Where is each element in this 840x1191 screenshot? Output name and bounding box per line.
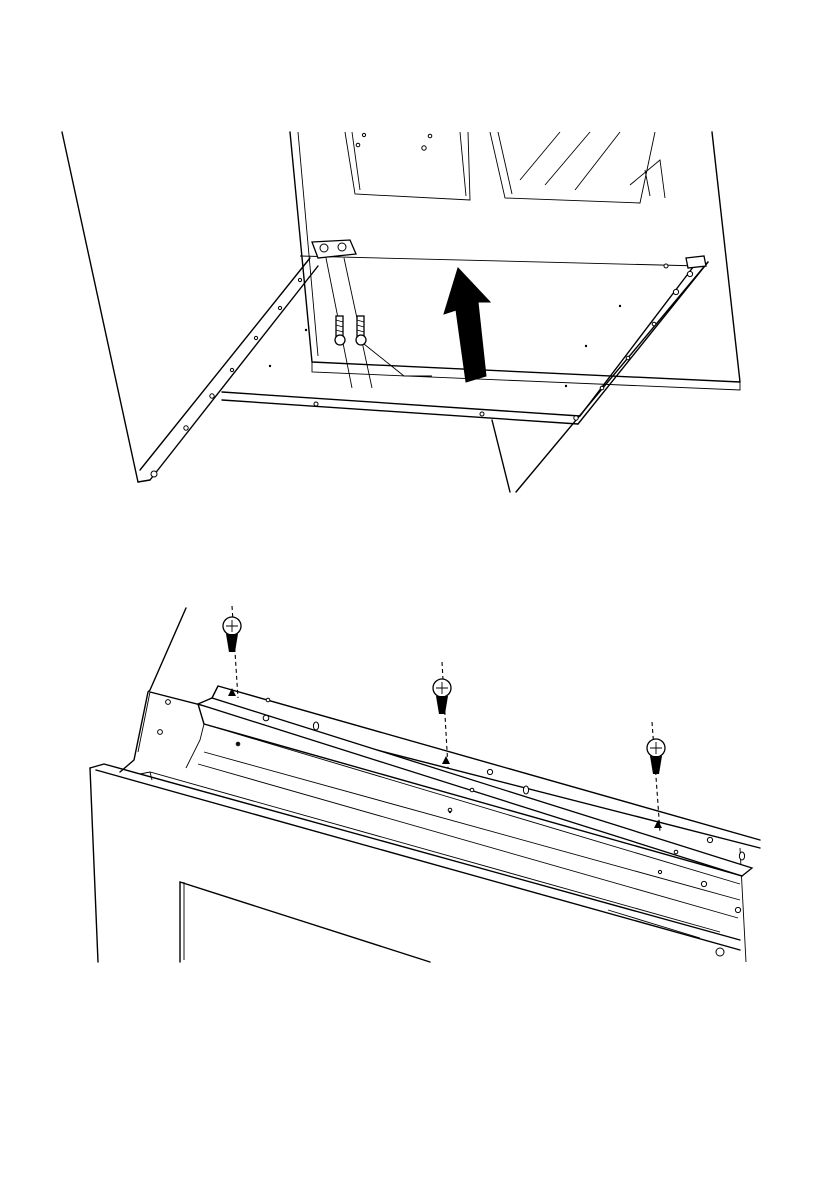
appliance-front (90, 764, 746, 962)
figure-1-bottom-assembly (0, 130, 840, 500)
figure-2-top-rail-assembly (0, 600, 840, 970)
hinge-bracket (312, 240, 706, 268)
leader-line (364, 344, 432, 376)
arrow-up-icon (444, 268, 490, 382)
cabinet-left-edge (62, 132, 138, 482)
screw-icon (223, 606, 241, 698)
top-rail (186, 686, 760, 918)
bottom-frame (138, 256, 708, 492)
screw-icon (647, 722, 665, 832)
cabinet-corner (120, 608, 186, 772)
